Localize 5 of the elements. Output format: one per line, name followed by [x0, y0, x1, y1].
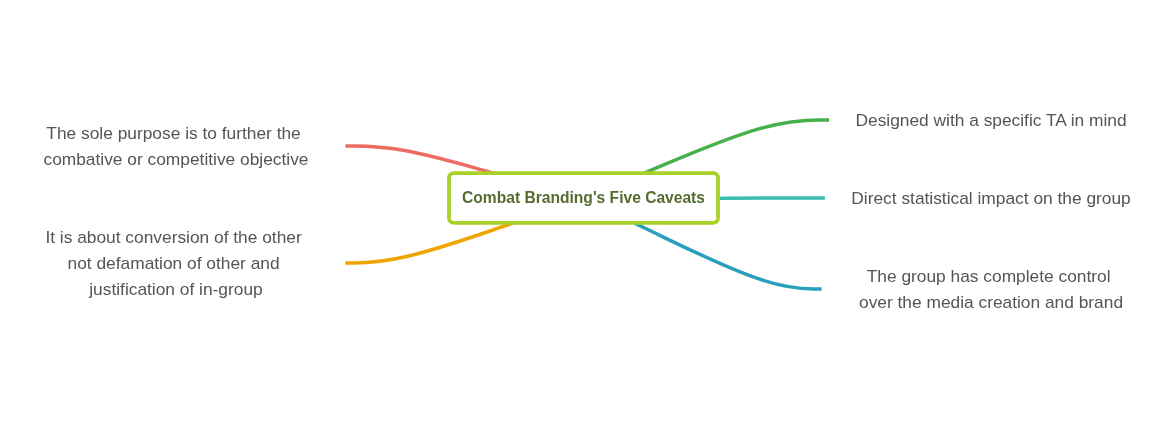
node-text: The sole purpose is to further the combative or competitive objective	[43, 122, 309, 169]
node-text: Direct statistical impact on the group	[851, 187, 1131, 208]
node-text: The group has complete control over the media creation and brand	[859, 265, 1124, 312]
node-text: Designed with a specific TA in mind	[855, 109, 1127, 130]
node-text: It is about conversion of the other not defamation of other and justification of in-group	[45, 226, 302, 299]
